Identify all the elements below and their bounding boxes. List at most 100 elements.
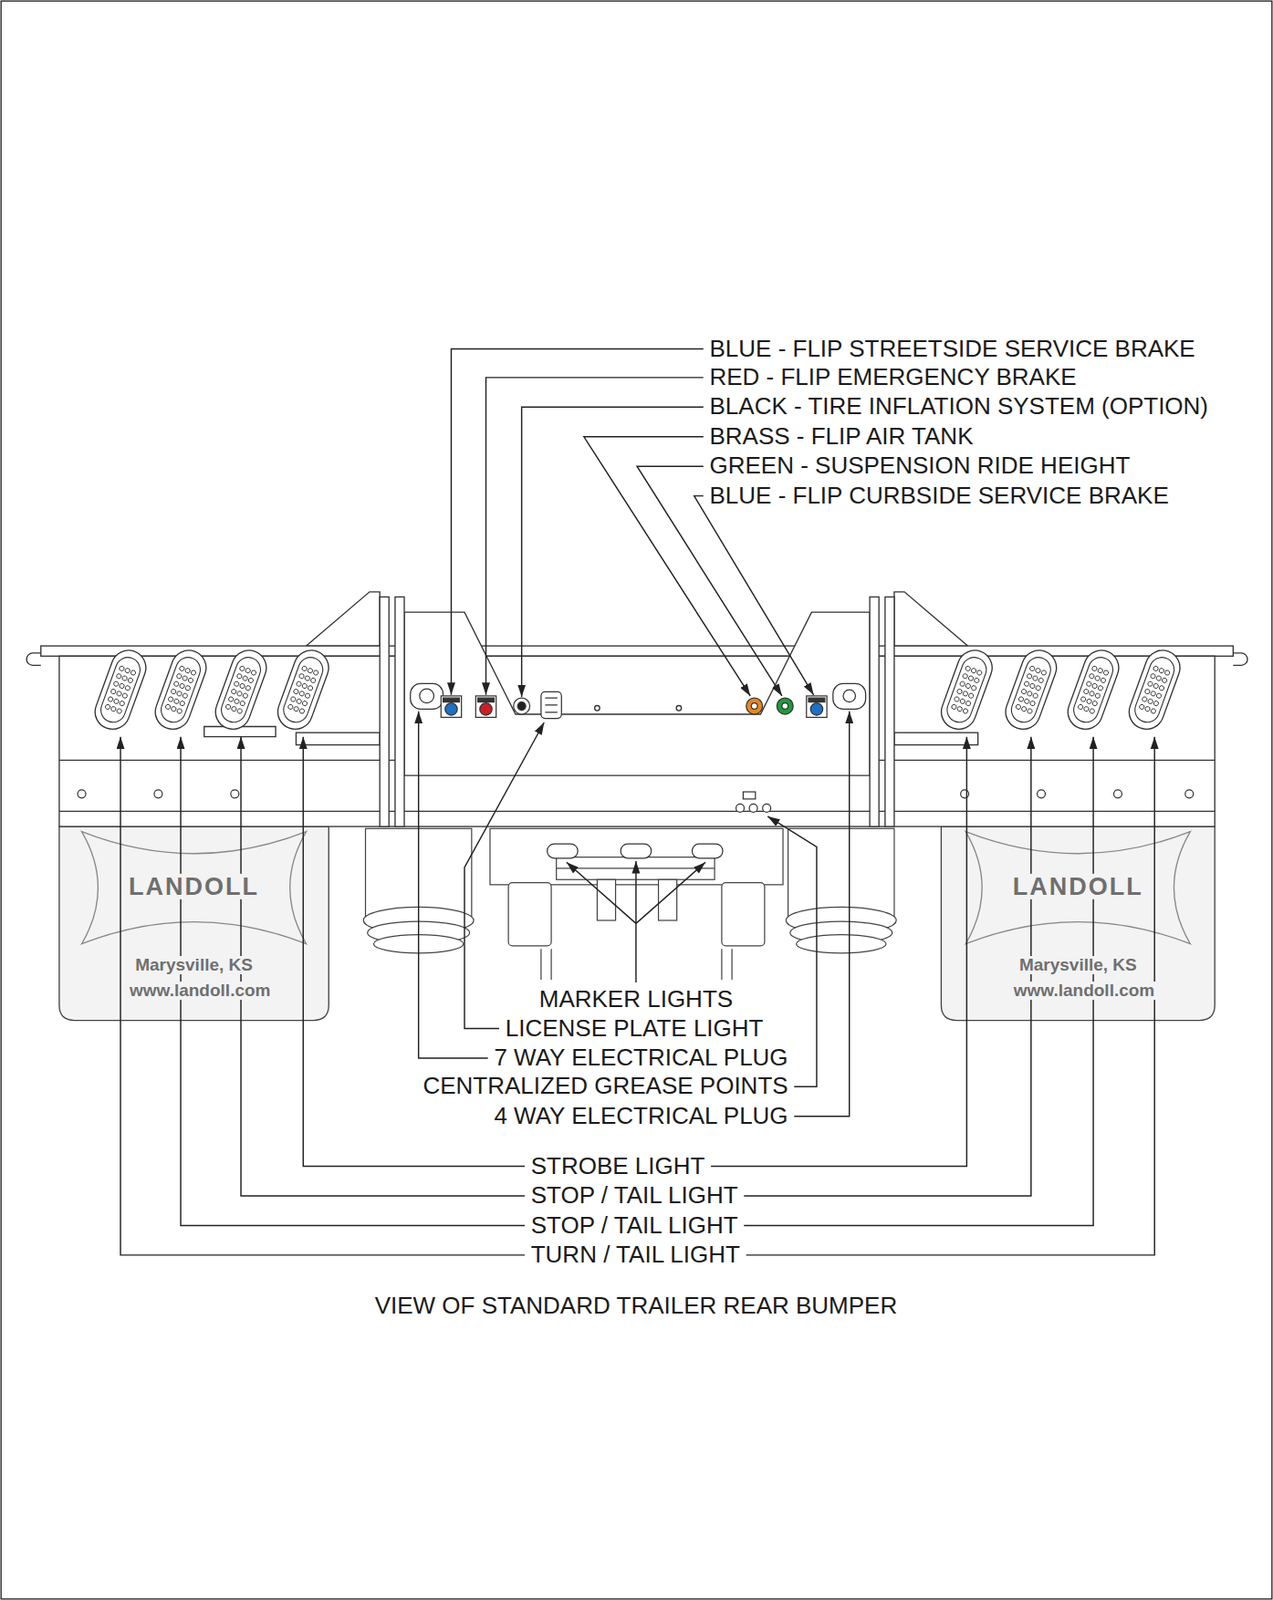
lamp-led [1037,678,1044,685]
lamp-lens [943,654,990,727]
lamp-housing [1063,646,1124,735]
lamp [936,646,997,735]
lamp-led [236,708,243,715]
callout-label: 7 WAY ELECTRICAL PLUG [493,1045,788,1071]
callout-label: RED - FLIP EMERGENCY BRAKE [709,365,1076,390]
lamp-housing [1001,646,1062,735]
lamp-led [113,699,120,706]
lamp-led [961,673,969,680]
bolt [77,790,86,799]
lamp [90,646,151,735]
lamp-led [1088,673,1096,680]
lamp-led [1153,700,1160,708]
lamp-led [295,699,303,706]
lamp-led [307,667,314,675]
lamp-led [1032,675,1039,682]
hanger [721,883,765,947]
lamp-led [287,704,294,711]
lamp-led [1023,699,1031,706]
lamp-led [125,685,132,692]
lamp-led [964,666,971,673]
lamp-led [970,685,978,692]
lamp [1001,646,1062,735]
leader-line [566,862,637,924]
coupler-core [782,703,789,710]
grease-point [736,803,745,813]
lamp-led [1026,690,1034,698]
callout-label: STOP / TAIL LIGHT [531,1213,739,1239]
glad-hand-tag [478,698,495,702]
lamps [90,646,1186,735]
lamp-housing [936,646,997,735]
lamp-led [127,678,135,685]
lamp-led [1041,669,1048,677]
lamp-housing [272,646,334,735]
lamp-led [104,704,112,711]
lamp-housing [210,646,272,735]
lamp-led [230,706,238,713]
leader-line [418,711,489,1059]
lamp-led [1021,706,1028,713]
bolt [1037,790,1046,799]
lamp-lens [1008,654,1054,727]
lamp-led [1149,673,1157,680]
lamp-led [1147,699,1154,706]
lamp-led [1026,673,1034,680]
lamp-led [228,696,235,703]
lamp-lens [1131,654,1178,727]
lamp-led [292,706,300,713]
lamp-led [115,708,123,715]
lamp-led [110,706,117,713]
rod [720,949,722,981]
lamp-led [1032,692,1039,700]
lamp-led [962,708,970,715]
lamp-led [1141,696,1148,703]
mud-flaps [59,826,1215,1022]
lamp-led [1034,667,1042,675]
gusset [306,592,381,647]
rail-line [59,811,1215,813]
leader-line [486,377,704,696]
lamp-led [1156,692,1163,700]
lamp-led [959,699,966,706]
callout-label: STROBE LIGHT [531,1154,706,1180]
lamp-led [950,704,958,711]
lamp-housing [90,646,151,735]
lamp-led [1034,685,1042,692]
air-bag [788,828,895,919]
lamp-led [236,690,243,698]
lamp-led [113,680,120,688]
glad-hand-tag [808,698,825,702]
lamp-led [1096,667,1104,675]
lamp-led [178,700,186,708]
lamp-led [190,669,198,677]
lamp-led [230,688,238,696]
center-plate [404,612,870,776]
seven-way-plug [410,683,444,710]
leader-line [694,496,814,696]
lamp-led [298,673,305,680]
lamp-led [1152,666,1159,673]
lamp-housing [1124,646,1185,735]
lamp-led [130,669,137,677]
lamp-led [301,666,308,673]
lamp-led [307,685,314,692]
lamp-led [290,696,297,703]
license-light [541,691,562,719]
brand-logo: LANDOLL [125,874,262,900]
lamp-led [121,675,128,682]
callout-label: 4 WAY ELECTRICAL PLUG [493,1104,788,1129]
lamp-led [299,708,306,715]
lamp-led [970,667,978,675]
lamp-led [1023,680,1031,688]
lamp-led [1021,688,1028,696]
callout-label: CENTRALIZED GREASE POINTS [422,1074,788,1100]
bumper [26,592,1248,827]
lamp-led [1144,688,1151,696]
brand-url: www.landoll.com [126,981,273,1001]
lamp-led [242,692,250,700]
lamp-led [1147,680,1154,688]
lamp-led [233,699,240,706]
